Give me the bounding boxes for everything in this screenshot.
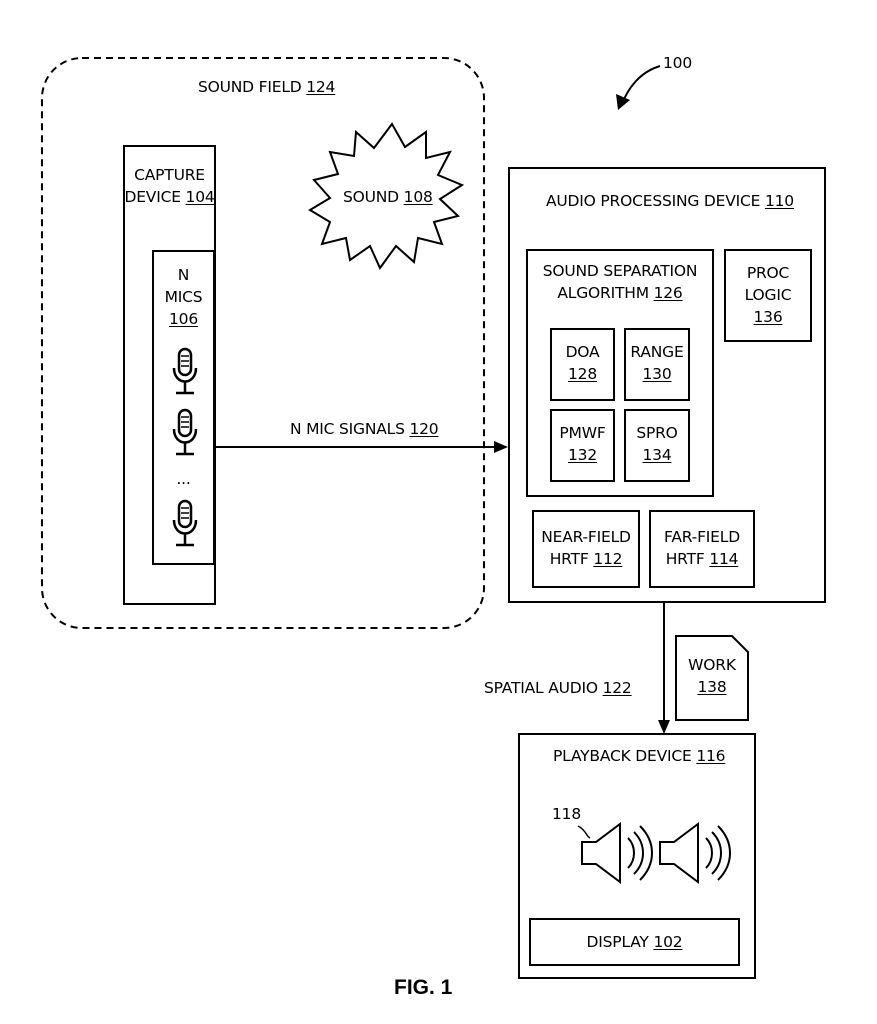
sound-field-label: SOUND FIELD 124 xyxy=(198,76,335,98)
playback-device-ref: 116 xyxy=(696,747,726,765)
mics-line2: MICS xyxy=(164,288,203,306)
near-field-hrtf-label: NEAR-FIELD HRTF 112 xyxy=(541,528,631,568)
display-label: DISPLAY 102 xyxy=(586,933,683,951)
microphone-icon xyxy=(172,408,198,456)
sound-ref: 108 xyxy=(403,188,433,206)
capture-device-box xyxy=(123,145,216,605)
figure-label: FIG. 1 xyxy=(394,976,453,999)
spatial-audio-arrowhead xyxy=(658,720,670,734)
speaker-icon xyxy=(659,822,731,884)
microphone-icon xyxy=(172,347,198,395)
doa-box xyxy=(550,328,615,401)
mics-ellipsis: ... xyxy=(176,470,191,488)
pmwf-ref: 132 xyxy=(568,446,597,464)
sound-separation-ref: 126 xyxy=(653,284,683,302)
sound-separation-box xyxy=(526,249,714,497)
pmwf-label: PMWF 132 xyxy=(550,422,615,466)
sound-text: SOUND xyxy=(343,188,399,206)
pmwf-box xyxy=(550,409,615,482)
work-label: WORK 138 xyxy=(676,654,748,698)
ref-100-pointer xyxy=(621,65,661,105)
n-mic-signals-label: N MIC SIGNALS 120 xyxy=(290,420,439,438)
speaker-ref: 118 xyxy=(552,805,581,823)
mics-ref: 106 xyxy=(169,310,198,328)
spro-box xyxy=(624,409,690,482)
playback-device-label: PLAYBACK DEVICE 116 xyxy=(553,747,726,765)
range-label: RANGE 130 xyxy=(624,341,690,385)
proc-logic-box xyxy=(724,249,812,342)
speaker-icon xyxy=(581,822,653,884)
ref-118-leader xyxy=(577,825,591,839)
spro-label: SPRO 134 xyxy=(624,422,690,466)
spro-ref: 134 xyxy=(642,446,672,464)
work-ref: 138 xyxy=(697,678,727,696)
display-box xyxy=(529,918,740,966)
work-document xyxy=(675,635,749,721)
near-field-ref: 112 xyxy=(593,550,623,568)
proc-logic-label: PROC LOGIC 136 xyxy=(724,262,812,328)
spatial-audio-ref: 122 xyxy=(602,679,632,697)
mics-line1: N xyxy=(177,266,190,284)
mics-label: N MICS 106 xyxy=(152,264,215,330)
n-mic-signals-ref: 120 xyxy=(409,420,439,438)
ref-100: 100 xyxy=(663,54,692,72)
capture-device-line2: DEVICE 104 xyxy=(124,188,215,206)
sound-separation-line1: SOUND SEPARATION xyxy=(542,262,698,280)
capture-device-ref: 104 xyxy=(185,188,215,206)
far-field-ref: 114 xyxy=(709,550,739,568)
audio-processing-device-box xyxy=(508,167,826,603)
mics-box xyxy=(152,250,215,565)
capture-device-label: CAPTURE DEVICE 104 xyxy=(123,164,216,208)
audio-processing-device-label: AUDIO PROCESSING DEVICE 110 xyxy=(546,192,794,210)
playback-device-box xyxy=(518,733,756,979)
near-field-hrtf-box xyxy=(532,510,640,588)
doa-label: DOA 128 xyxy=(550,341,615,385)
microphone-icon xyxy=(172,499,198,547)
sound-starburst xyxy=(308,122,465,270)
display-ref: 102 xyxy=(653,933,683,951)
far-field-hrtf-label: FAR-FIELD HRTF 114 xyxy=(664,528,740,568)
sound-field-boundary xyxy=(41,57,485,629)
range-ref: 130 xyxy=(642,365,672,383)
sound-field-text: SOUND FIELD xyxy=(198,78,302,96)
audio-processing-device-ref: 110 xyxy=(764,192,794,210)
sound-separation-label: SOUND SEPARATION ALGORITHM 126 xyxy=(526,260,714,304)
sound-label: SOUND 108 xyxy=(343,186,433,208)
n-mic-signals-arrowhead xyxy=(494,441,508,453)
range-box xyxy=(624,328,690,401)
proc-logic-ref: 136 xyxy=(753,308,783,326)
sound-field-ref: 124 xyxy=(306,78,336,96)
doa-ref: 128 xyxy=(568,365,597,383)
capture-device-line1: CAPTURE xyxy=(134,166,205,184)
spatial-audio-label: SPATIAL AUDIO 122 xyxy=(484,679,632,697)
sound-separation-line2: ALGORITHM 126 xyxy=(557,284,683,302)
ref-100-arrowhead xyxy=(616,94,630,110)
far-field-hrtf-box xyxy=(649,510,755,588)
